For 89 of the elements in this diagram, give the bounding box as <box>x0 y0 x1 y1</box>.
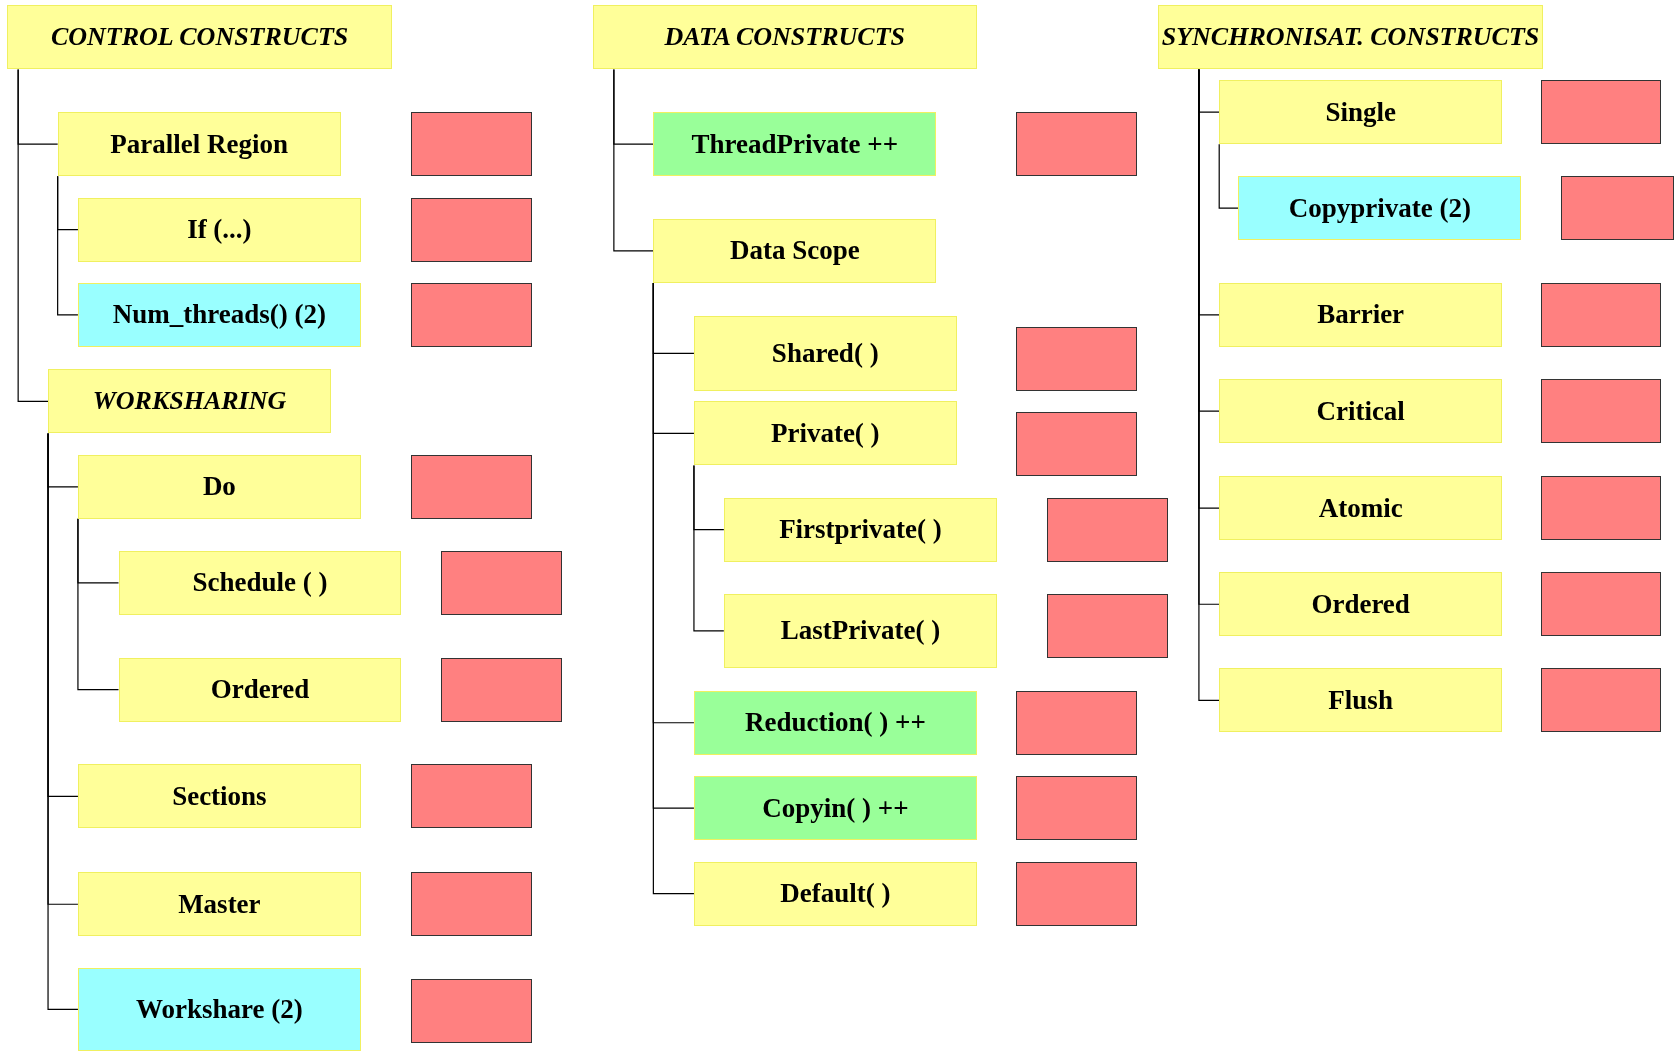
empty-box <box>1016 412 1137 477</box>
construct-label: Copyprivate (2) <box>1288 192 1471 224</box>
empty-box <box>411 197 532 262</box>
tree-connector <box>47 432 79 1010</box>
construct-label: If (...) <box>187 214 252 245</box>
construct-label: Private( ) <box>770 417 880 449</box>
construct-label: Barrier <box>1317 299 1405 331</box>
construct-box <box>77 764 361 829</box>
empty-box <box>411 872 532 937</box>
category-header-box <box>7 5 392 70</box>
construct-box <box>693 776 977 841</box>
construct-label: Ordered <box>1311 588 1410 620</box>
construct-box <box>693 316 957 391</box>
construct-label: Critical <box>1316 395 1405 427</box>
empty-box <box>440 550 562 615</box>
construct-label: Workshare (2) <box>136 993 303 1025</box>
empty-box <box>1560 176 1674 241</box>
empty-box <box>1540 572 1662 637</box>
empty-box <box>1016 861 1137 926</box>
construct-box <box>723 497 998 562</box>
construct-label: Parallel Region <box>110 128 288 160</box>
construct-label: Copyin( ) ++ <box>762 792 909 824</box>
construct-box <box>653 112 937 177</box>
empty-box <box>411 282 532 347</box>
construct-box <box>118 657 402 722</box>
tree-connector <box>17 68 49 403</box>
tree-connector <box>693 464 725 632</box>
construct-box <box>77 282 361 347</box>
empty-box <box>1540 80 1662 145</box>
construct-label: Atomic <box>1318 492 1403 524</box>
empty-box <box>1540 282 1662 347</box>
empty-box <box>411 764 532 829</box>
empty-box <box>1016 326 1137 391</box>
header-label: CONTROL CONSTRUCTS <box>50 22 349 53</box>
construct-label: Single <box>1325 96 1396 128</box>
empty-box <box>1016 112 1137 177</box>
category-header-box <box>592 5 977 70</box>
construct-label: Reduction( ) ++ <box>745 707 926 739</box>
empty-box <box>411 454 532 519</box>
empty-box <box>1540 668 1662 733</box>
construct-box <box>693 861 977 926</box>
construct-box <box>693 401 957 466</box>
construct-label: Data Scope <box>729 235 860 267</box>
tree-connector <box>613 68 654 252</box>
construct-box <box>77 968 361 1051</box>
construct-box <box>653 218 937 283</box>
empty-box <box>1047 497 1168 562</box>
construct-label: Sections <box>172 780 267 812</box>
tree-connector <box>57 175 79 316</box>
construct-label: LastPrivate( ) <box>780 615 941 647</box>
construct-label: Master <box>178 888 261 920</box>
construct-box <box>1219 379 1503 444</box>
construct-label: Ordered <box>210 674 310 706</box>
construct-box <box>57 112 341 177</box>
header-label: SYNCHRONISAT. CONSTRUCTS <box>1161 22 1540 53</box>
construct-box <box>118 550 402 615</box>
construct-label: Do <box>202 471 236 503</box>
category-header-box <box>1158 5 1543 70</box>
construct-label: Shared( ) <box>771 337 879 369</box>
category-header-box <box>48 369 331 434</box>
construct-label: Num_threads() (2) <box>112 299 326 331</box>
construct-label: Firstprivate( ) <box>779 514 942 545</box>
construct-box <box>1219 668 1503 733</box>
tree-connector <box>77 518 120 691</box>
construct-box <box>1219 282 1503 347</box>
empty-box <box>411 112 532 177</box>
construct-box <box>1219 572 1503 637</box>
construct-box <box>1238 176 1522 241</box>
construct-label: ThreadPrivate ++ <box>691 128 899 160</box>
empty-box <box>1016 690 1137 755</box>
empty-box <box>1047 593 1168 658</box>
empty-box <box>440 657 562 722</box>
empty-box <box>1016 776 1137 841</box>
construct-box <box>723 593 998 669</box>
construct-box <box>77 197 361 262</box>
construct-label: Default( ) <box>780 878 891 910</box>
construct-box <box>77 872 361 937</box>
empty-box <box>1540 379 1662 444</box>
empty-box <box>1540 476 1662 541</box>
construct-label: Flush <box>1328 684 1393 716</box>
tree-connector <box>1218 143 1239 209</box>
construct-box <box>77 454 361 519</box>
construct-box <box>693 690 977 755</box>
construct-box <box>1219 80 1503 145</box>
header-label: WORKSHARING <box>92 386 287 417</box>
empty-box <box>411 979 532 1044</box>
construct-box <box>1219 476 1503 541</box>
construct-label: Schedule ( ) <box>192 567 328 599</box>
header-label: DATA CONSTRUCTS <box>664 22 905 53</box>
